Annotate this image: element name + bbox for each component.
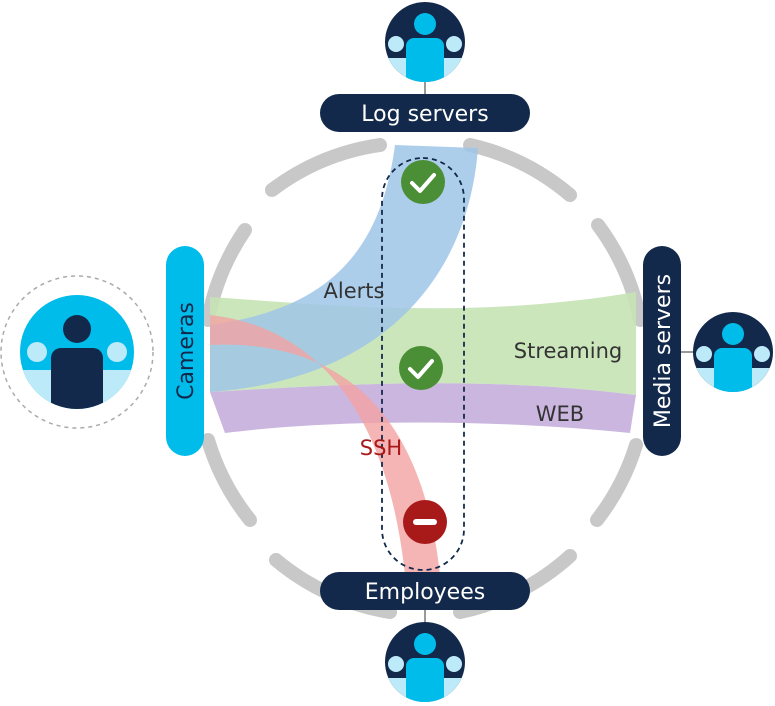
- log-servers-label: Log servers: [361, 102, 488, 127]
- ring-segment-top-left: [265, 138, 387, 197]
- streaming-allowed-icon: [399, 346, 443, 390]
- ring-segment-top-right: [463, 138, 577, 202]
- media-servers-avatar-icon: [693, 312, 773, 392]
- flow-ssh: [210, 315, 440, 575]
- media-servers-node[interactable]: [643, 246, 773, 456]
- employees-label: Employees: [365, 580, 485, 605]
- flow-web: [210, 383, 636, 433]
- log-servers-avatar-icon: [385, 2, 465, 82]
- ring-segment-left-upper: [201, 223, 252, 327]
- alerts-label: Alerts: [324, 279, 385, 303]
- inspection-lane: [381, 157, 465, 571]
- employees-avatar-icon: [385, 622, 465, 702]
- log-servers-node[interactable]: [320, 2, 530, 132]
- ring-segment-right-upper: [591, 218, 647, 327]
- flow-alerts: [210, 145, 478, 392]
- streaming-label: Streaming: [514, 339, 622, 363]
- employees-node[interactable]: [320, 572, 530, 706]
- ring-segment-right-lower: [590, 438, 643, 527]
- alerts-allowed-icon: [401, 160, 445, 204]
- web-label: WEB: [536, 402, 584, 426]
- cameras-label: Cameras: [174, 302, 199, 400]
- cameras-node[interactable]: [0, 246, 204, 456]
- ring-segment-left-lower: [201, 433, 257, 527]
- media-servers-label: Media servers: [651, 274, 676, 428]
- ssh-label: SSH: [360, 436, 402, 460]
- cameras-selection-ring: [0, 275, 154, 429]
- ssh-blocked-icon: [403, 500, 447, 544]
- cameras-avatar-icon: [20, 295, 134, 409]
